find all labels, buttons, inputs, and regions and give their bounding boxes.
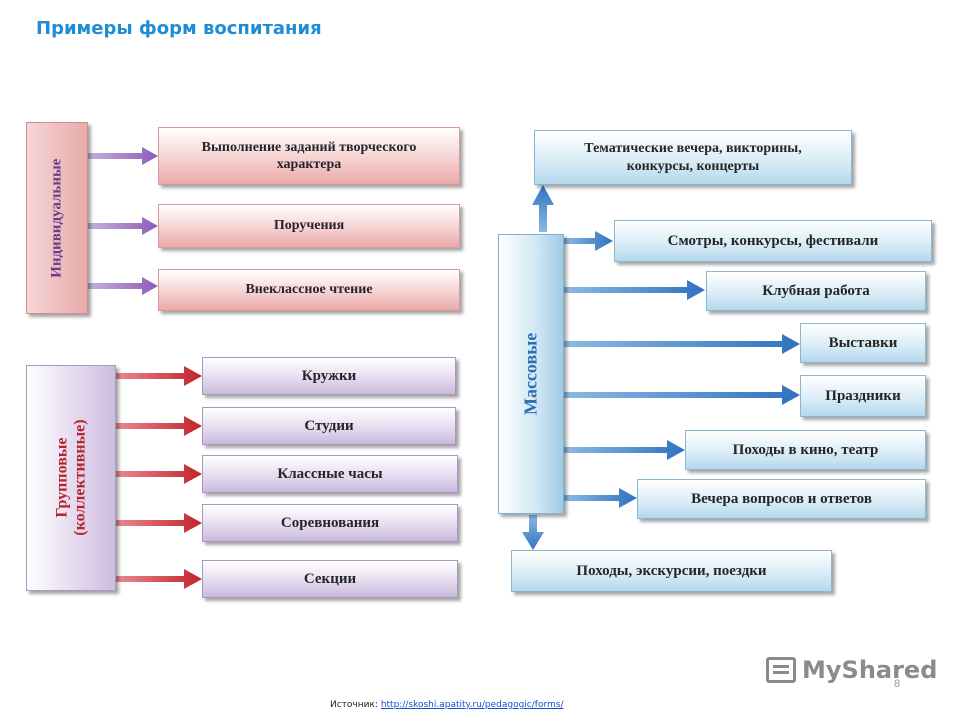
presentation-board-icon xyxy=(766,657,796,683)
individual-item-3: Внеклассное чтение xyxy=(158,269,460,311)
myshared-logo: MyShared xyxy=(766,656,937,684)
individual-item-1: Выполнение заданий творческого характера xyxy=(158,127,460,185)
source-note: Источник: http://skoshi.apatity.ru/pedag… xyxy=(330,700,563,710)
arrow-group-4 xyxy=(116,513,202,533)
individual-item-2: Поручения xyxy=(158,204,460,248)
arrow-mass-4 xyxy=(564,385,800,405)
individual-category-label: Индивидуальные xyxy=(48,158,65,278)
mass-arrows xyxy=(522,185,800,550)
group-item-2: Студии xyxy=(202,407,456,445)
arrow-mass-3 xyxy=(564,334,800,354)
arrow-mass-2 xyxy=(564,280,705,300)
mass-item-1: Смотры, конкурсы, фестивали xyxy=(614,220,932,262)
page-number: 8 xyxy=(894,678,901,690)
mass-category-label: Массовые xyxy=(520,332,541,416)
mass-item-2: Клубная работа xyxy=(706,271,926,311)
arrow-mass-up xyxy=(532,185,554,232)
mass-bottom-item: Походы, экскурсии, поездки xyxy=(511,550,832,592)
group-category-label: Групповые (коллективные) xyxy=(53,419,88,537)
mass-category-box: Массовые xyxy=(498,234,564,514)
arrow-mass-6 xyxy=(564,488,637,508)
arrow-individual-1 xyxy=(88,147,158,165)
arrow-group-3 xyxy=(116,464,202,484)
arrow-mass-1 xyxy=(564,231,613,251)
arrow-individual-2 xyxy=(88,217,158,235)
source-link[interactable]: http://skoshi.apatity.ru/pedagogic/forms… xyxy=(380,700,564,710)
arrow-group-2 xyxy=(116,416,202,436)
individual-category-box: Индивидуальные xyxy=(26,122,88,314)
page-title: Примеры форм воспитания xyxy=(36,18,322,39)
group-category-box: Групповые (коллективные) xyxy=(26,365,116,591)
arrow-group-5 xyxy=(116,569,202,589)
mass-item-4: Праздники xyxy=(800,375,926,417)
group-item-1: Кружки xyxy=(202,357,456,395)
mass-item-5: Походы в кино, театр xyxy=(685,430,926,470)
mass-item-6: Вечера вопросов и ответов xyxy=(637,479,926,519)
group-item-5: Секции xyxy=(202,560,458,598)
individual-arrows xyxy=(88,147,158,295)
group-item-4: Соревнования xyxy=(202,504,458,542)
arrow-mass-down xyxy=(522,515,544,550)
logo-text: MyShared xyxy=(802,656,938,684)
arrow-individual-3 xyxy=(88,277,158,295)
group-arrows xyxy=(116,366,202,589)
mass-top-item: Тематические вечера, викторины, конкурсы… xyxy=(534,130,852,185)
arrow-mass-5 xyxy=(564,440,685,460)
group-item-3: Классные часы xyxy=(202,455,458,493)
mass-item-3: Выставки xyxy=(800,323,926,363)
source-label: Источник: xyxy=(330,700,378,710)
arrow-group-1 xyxy=(116,366,202,386)
